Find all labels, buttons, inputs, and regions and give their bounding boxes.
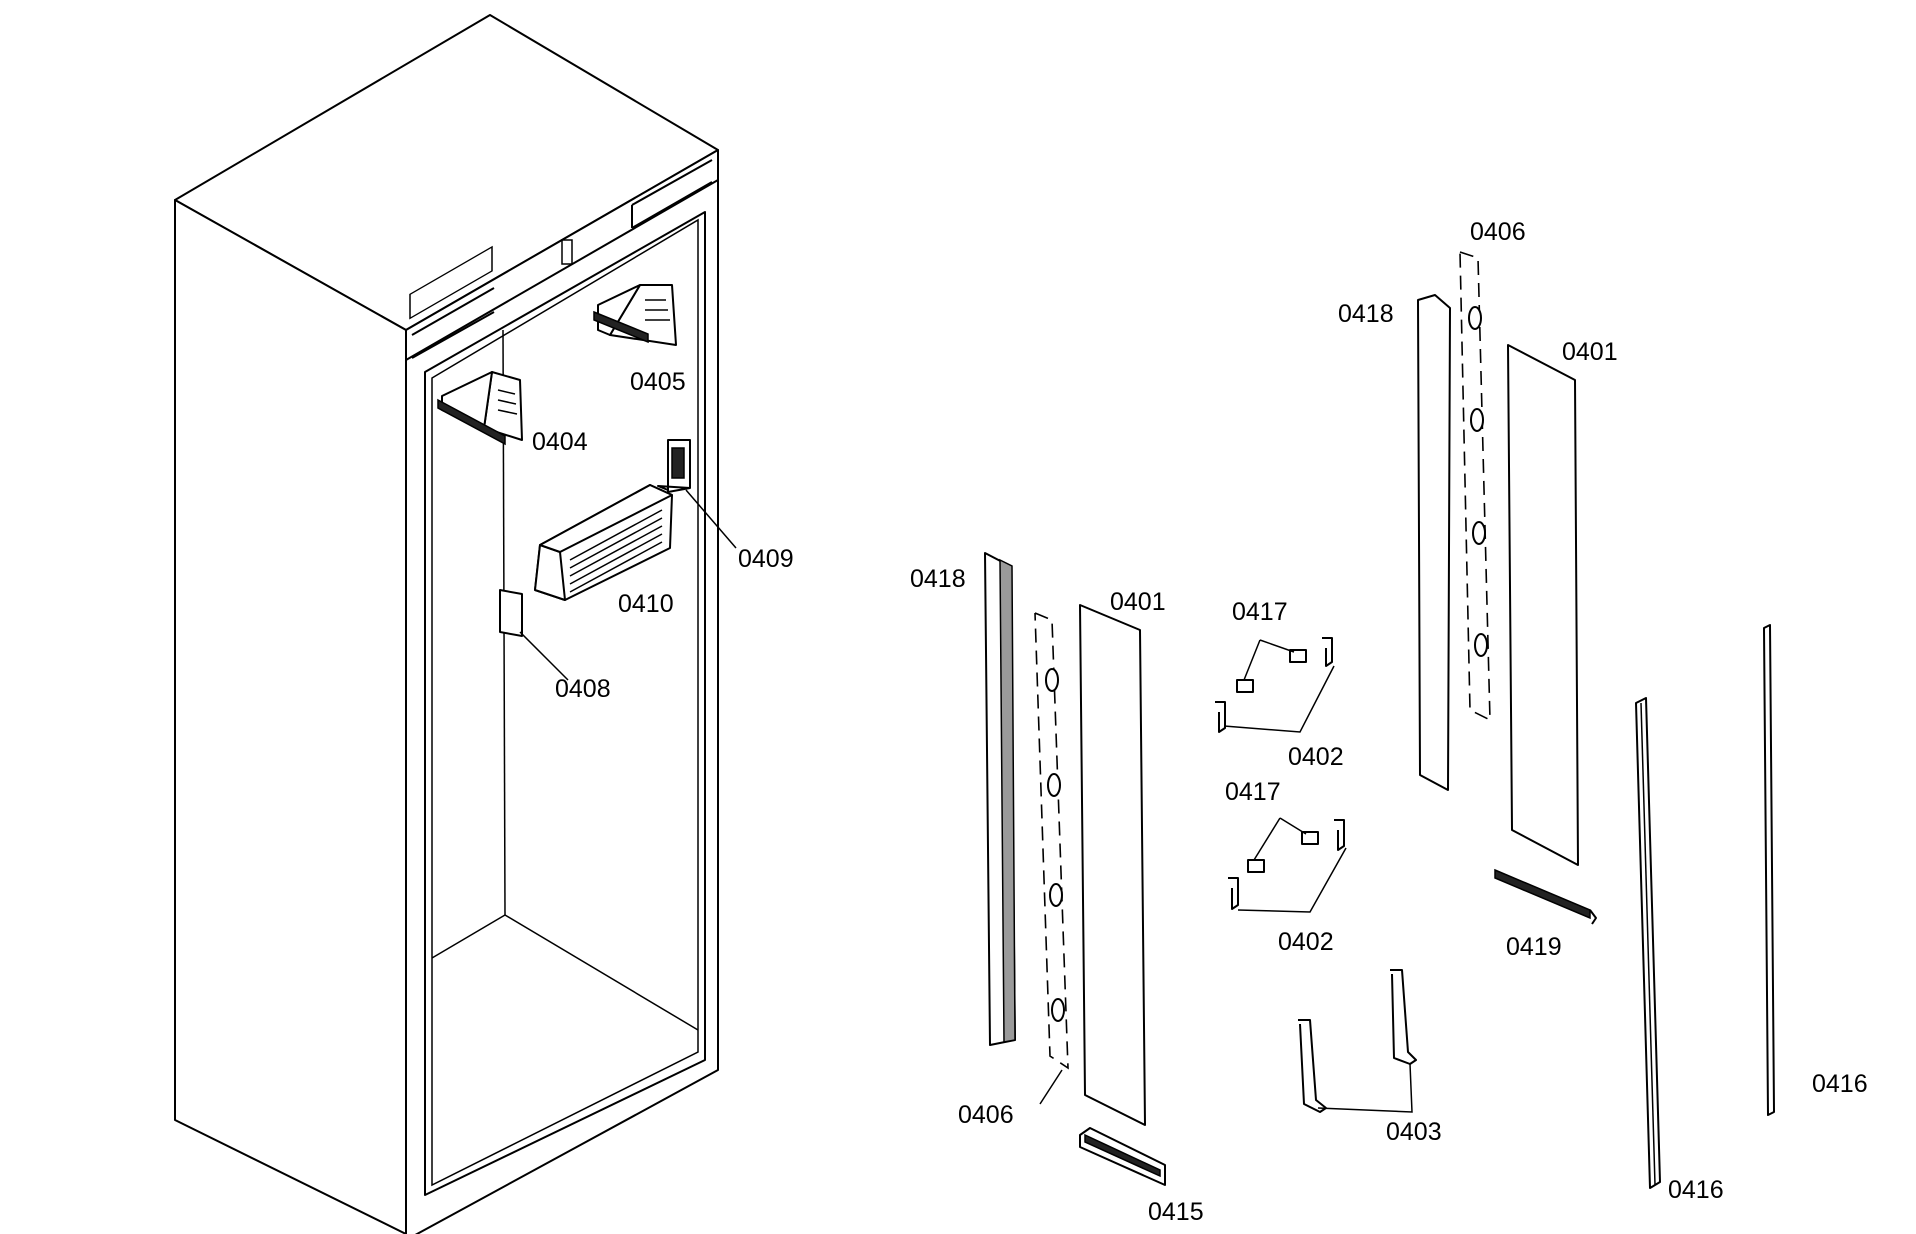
part-0418-trim-left <box>984 552 1016 1046</box>
part-0406-hinge-strip-left <box>1034 612 1069 1070</box>
label-0417-top: 0417 <box>1232 598 1288 626</box>
refrigerator-cabinet <box>174 14 719 1234</box>
part-0415-bracket <box>1079 1127 1166 1186</box>
part-0406-hinge-strip-right <box>1459 251 1491 722</box>
label-0406-right: 0406 <box>1470 218 1526 246</box>
part-0405-bracket <box>593 284 677 346</box>
label-0402-top: 0402 <box>1288 743 1344 771</box>
label-0403: 0403 <box>1386 1118 1442 1146</box>
part-0401-panel-left <box>1079 604 1146 1126</box>
label-0416-left: 0416 <box>1668 1176 1724 1204</box>
label-0416-right: 0416 <box>1812 1070 1868 1098</box>
label-0419: 0419 <box>1506 933 1562 961</box>
part-0409-switch <box>657 439 691 493</box>
hinge-peg-icon <box>1045 668 1065 1022</box>
label-0418-right: 0418 <box>1338 300 1394 328</box>
label-0401-left: 0401 <box>1110 588 1166 616</box>
label-0406-left: 0406 <box>958 1101 1014 1129</box>
part-0410-light-housing <box>534 484 673 601</box>
part-0418-trim-right <box>1417 294 1451 791</box>
label-0417-bottom: 0417 <box>1225 778 1281 806</box>
label-0404: 0404 <box>532 428 588 456</box>
label-0415: 0415 <box>1148 1198 1204 1226</box>
part-0401-panel-right <box>1507 344 1579 866</box>
hinge-peg-icon <box>1468 306 1488 657</box>
label-0408: 0408 <box>555 675 611 703</box>
label-0418-left: 0418 <box>910 565 966 593</box>
part-0408-plate <box>499 589 523 637</box>
label-0402-bottom: 0402 <box>1278 928 1334 956</box>
part-0402-brackets-bottom <box>1228 819 1345 910</box>
part-0403-brackets <box>1298 969 1417 1113</box>
label-0410: 0410 <box>618 590 674 618</box>
part-0419-bracket <box>1494 868 1597 925</box>
part-0404-bracket <box>437 371 523 446</box>
part-0416-gasket-right <box>1763 624 1775 1116</box>
part-0402-brackets-top <box>1215 637 1333 733</box>
label-0405: 0405 <box>630 368 686 396</box>
part-0416-gasket-left <box>1635 697 1661 1189</box>
label-0409: 0409 <box>738 545 794 573</box>
label-0401-right: 0401 <box>1562 338 1618 366</box>
